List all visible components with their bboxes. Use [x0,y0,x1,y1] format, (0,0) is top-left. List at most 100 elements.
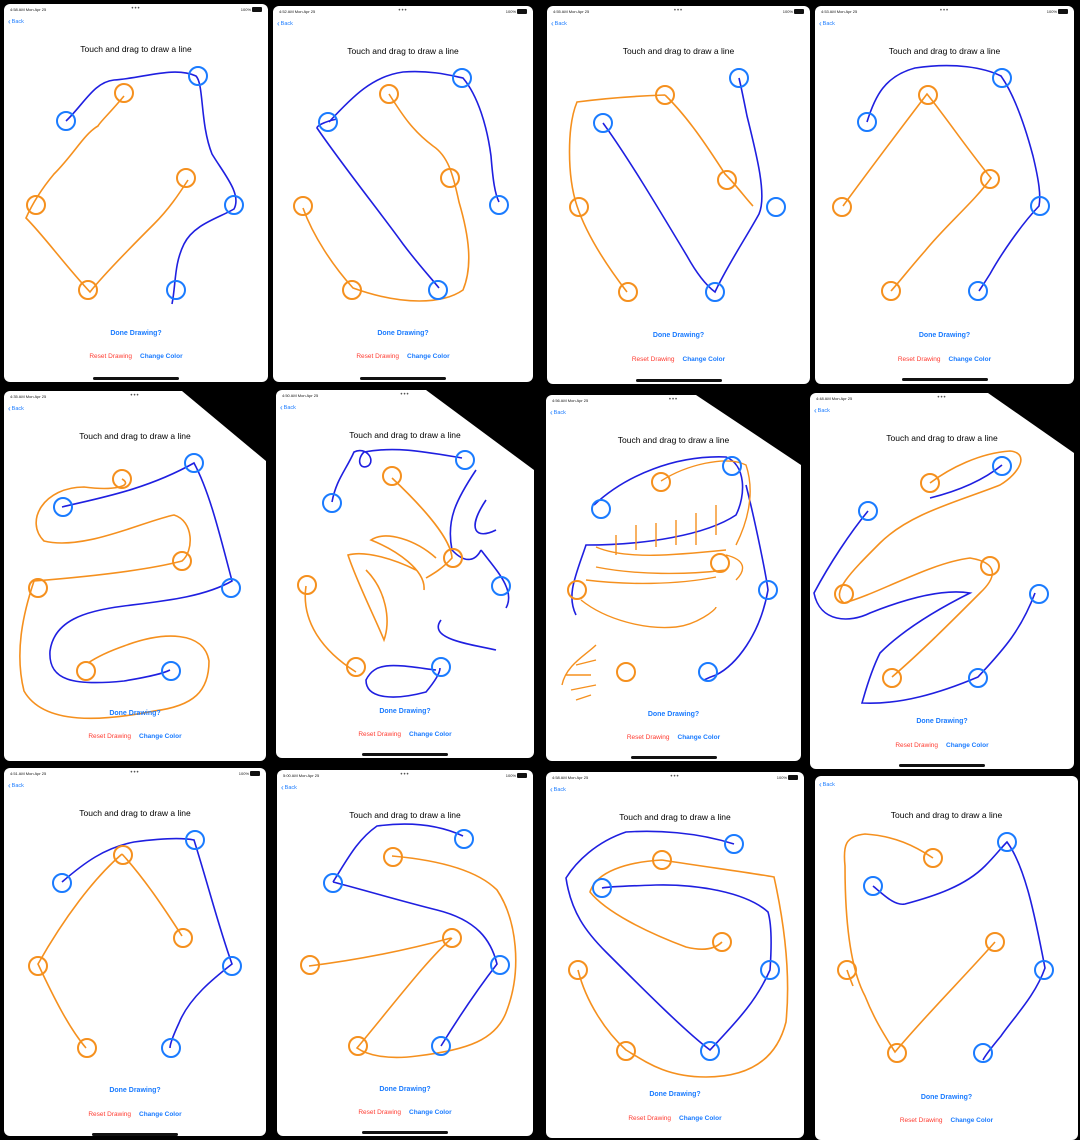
multitask-dots[interactable]: ••• [937,395,947,401]
orange-target-circle [651,472,671,492]
drawing-canvas[interactable] [810,393,1074,769]
drawing-screen-4: 4:53 AM Mon Apr 25•••100% ‹Back Touch an… [815,6,1074,384]
action-row: Reset Drawing Change Color [810,742,1074,749]
reset-drawing-button[interactable]: Reset Drawing [88,1111,131,1118]
battery-icon [252,7,262,13]
reset-drawing-button[interactable]: Reset Drawing [358,731,401,738]
battery-status: 100% [777,775,798,781]
orange-stroke [842,92,993,292]
change-color-button[interactable]: Change Color [948,356,992,363]
back-button[interactable]: ‹Back [8,405,24,413]
back-button[interactable]: ‹Back [819,781,835,789]
drawing-canvas[interactable] [276,390,534,758]
drawing-canvas[interactable] [815,6,1074,384]
blue-stroke [316,118,440,289]
back-button[interactable]: ‹Back [550,786,566,794]
blue-target-circle [454,829,474,849]
multitask-dots[interactable]: ••• [673,8,684,14]
multitask-dots[interactable]: ••• [400,392,410,398]
drawing-canvas[interactable] [547,6,810,384]
done-drawing-button[interactable]: Done Drawing? [647,711,700,718]
back-button[interactable]: ‹Back [280,403,296,412]
drawing-canvas[interactable] [546,772,804,1138]
drawing-canvas[interactable] [273,6,533,382]
drawing-canvas[interactable] [546,395,801,761]
done-drawing-button[interactable]: Done Drawing? [109,1087,161,1094]
reset-drawing-button[interactable]: Reset Drawing [628,1115,671,1122]
change-color-button[interactable]: Change Color [682,356,726,363]
back-button[interactable]: ‹Back [819,20,835,28]
back-button[interactable]: ‹Back [551,20,567,28]
orange-target-circle [28,956,48,976]
back-button[interactable]: ‹Back [277,20,293,28]
multitask-dots[interactable]: ••• [939,8,950,14]
chevron-left-icon: ‹ [280,403,283,412]
blue-target-circle [224,195,244,215]
orange-stroke [568,94,754,293]
back-button[interactable]: ‹Back [8,782,24,790]
drawing-canvas[interactable] [815,776,1078,1140]
orange-target-circle [832,197,852,217]
page-title: Touch and drag to draw a line [349,810,461,820]
multitask-dots[interactable]: ••• [400,772,410,778]
reset-drawing-button[interactable]: Reset Drawing [895,742,938,749]
back-button[interactable]: ‹Back [550,409,566,417]
orange-target-circle [172,551,192,571]
page-title: Touch and drag to draw a line [622,46,735,56]
done-drawing-button[interactable]: Done Drawing? [379,708,431,715]
reset-drawing-button[interactable]: Reset Drawing [899,1117,943,1124]
change-color-button[interactable]: Change Color [409,1109,452,1116]
done-drawing-button[interactable]: Done Drawing? [920,1094,973,1101]
reset-drawing-button[interactable]: Reset Drawing [88,733,131,740]
drawing-canvas[interactable] [4,768,266,1136]
back-button[interactable]: ‹Back [8,18,24,26]
change-color-button[interactable]: Change Color [140,353,183,360]
multitask-dots[interactable]: ••• [398,8,408,14]
done-drawing-button[interactable]: Done Drawing? [918,332,971,339]
change-color-button[interactable]: Change Color [409,731,452,738]
reset-drawing-button[interactable]: Reset Drawing [631,356,675,363]
multitask-dots[interactable]: ••• [668,397,679,403]
drawing-canvas[interactable] [277,770,533,1136]
done-drawing-button[interactable]: Done Drawing? [649,1091,701,1098]
change-color-button[interactable]: Change Color [679,1115,722,1122]
drawing-canvas[interactable] [4,391,266,761]
reset-drawing-button[interactable]: Reset Drawing [358,1109,401,1116]
chevron-left-icon: ‹ [281,783,284,792]
change-color-button[interactable]: Change Color [946,742,989,749]
status-bar: 4:53 AM Mon Apr 25•••100% [821,8,1068,17]
back-button[interactable]: ‹Back [281,783,297,792]
done-drawing-button[interactable]: Done Drawing? [916,718,968,725]
action-row: Reset Drawing Change Color [4,1111,266,1118]
change-color-button[interactable]: Change Color [407,353,450,360]
drawing-canvas[interactable] [4,4,268,382]
reset-drawing-button[interactable]: Reset Drawing [897,356,941,363]
multitask-dots[interactable]: ••• [131,6,141,12]
done-drawing-button[interactable]: Done Drawing? [109,710,161,717]
back-label: Back [11,19,24,25]
done-drawing-button[interactable]: Done Drawing? [110,330,162,337]
change-color-button[interactable]: Change Color [139,733,182,740]
reset-drawing-button[interactable]: Reset Drawing [356,353,399,360]
multitask-dots[interactable]: ••• [670,774,680,780]
drawing-screen-12: ‹Back Touch and drag to draw a line Done… [815,776,1078,1140]
back-button[interactable]: ‹Back [814,407,830,415]
done-drawing-button[interactable]: Done Drawing? [379,1086,431,1093]
multitask-dots[interactable]: ••• [130,770,140,776]
action-row: Reset Drawing Change Color [4,353,268,360]
orange-target-circle [569,197,589,217]
drawing-screen-11: 4:58 AM Mon Apr 25•••100% ‹Back Touch an… [546,772,804,1138]
multitask-dots[interactable]: ••• [130,393,140,399]
action-row: Reset Drawing Change Color [4,733,266,740]
done-drawing-button[interactable]: Done Drawing? [652,332,705,339]
reset-drawing-button[interactable]: Reset Drawing [626,734,670,741]
page-title: Touch and drag to draw a line [349,430,461,440]
done-drawing-button[interactable]: Done Drawing? [377,330,429,337]
change-color-button[interactable]: Change Color [677,734,721,741]
blue-target-circle [766,197,786,217]
orange-target-circle [567,580,587,600]
change-color-button[interactable]: Change Color [950,1117,994,1124]
blue-stroke [571,456,769,681]
change-color-button[interactable]: Change Color [139,1111,182,1118]
reset-drawing-button[interactable]: Reset Drawing [89,353,132,360]
